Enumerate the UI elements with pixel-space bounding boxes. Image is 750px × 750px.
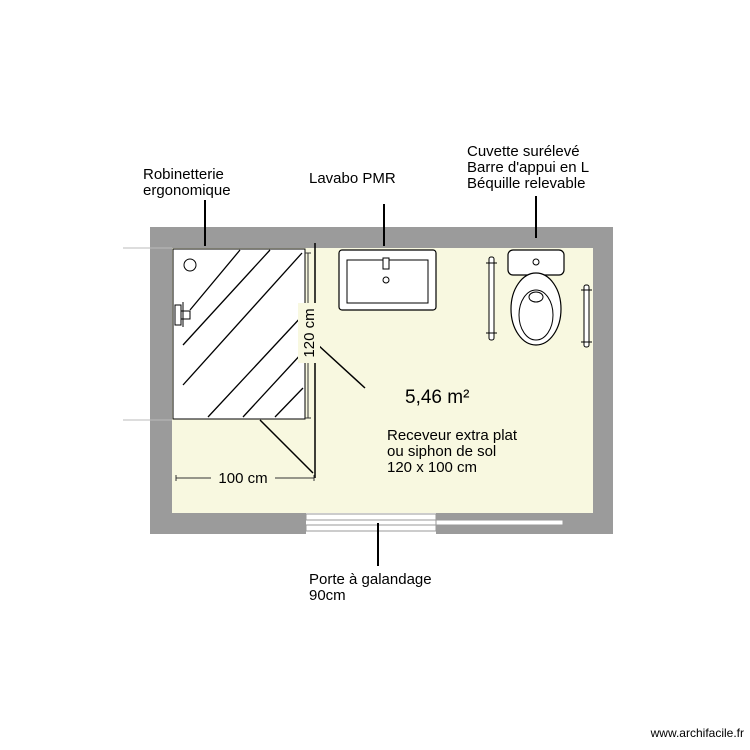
annotation-line: 90cm [309, 587, 346, 604]
drain-icon [183, 258, 197, 272]
door-annotation: Porte à galandage 90cm [309, 572, 432, 604]
annotation-line: Porte à galandage [309, 571, 432, 588]
grab-bar-icon [486, 256, 592, 348]
shower-tray [172, 248, 306, 420]
toilet-annotation: Cuvette surélevé Barre d'appui en L Béqu… [467, 144, 589, 192]
pocket-door [305, 513, 564, 534]
faucet-annotation: Robinetterie ergonomique [143, 167, 231, 199]
shower-door-swing-2 [259, 419, 314, 474]
annotation-line: Barre d'appui en L [467, 159, 590, 176]
shower-width-label: 100 cm [218, 470, 267, 487]
annotation-line: 120 x 100 cm [387, 459, 478, 476]
annotation-line: ou siphon de sol [387, 443, 497, 460]
annotation-line: Robinetterie [143, 166, 224, 183]
shower-faucet-icon [174, 302, 191, 327]
shower-door-swing-1 [317, 344, 366, 389]
annotation-line: Receveur extra plat [387, 427, 518, 444]
shower-tray-annotation: Receveur extra plat ou siphon de sol 120… [387, 428, 517, 476]
annotation-line: Cuvette surélevé [467, 143, 580, 160]
shower-depth-dimension: 120 cm [298, 252, 320, 419]
annotation-line: Béquille relevable [467, 175, 586, 192]
annotation-line: Lavabo PMR [309, 170, 396, 187]
toilet-icon [507, 249, 565, 346]
area-label: 5,46 m² [405, 387, 469, 408]
annotation-line: ergonomique [143, 182, 231, 199]
shower-depth-label: 120 cm [301, 308, 318, 357]
shower-width-dimension: 100 cm [175, 469, 315, 487]
washbasin-icon [338, 249, 437, 311]
watermark: www.archifacile.fr [650, 726, 744, 740]
sink-annotation: Lavabo PMR [309, 171, 396, 187]
